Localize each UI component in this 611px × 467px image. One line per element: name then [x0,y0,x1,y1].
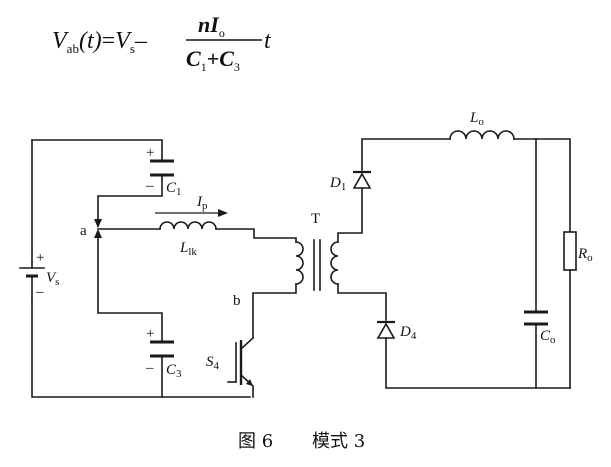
c1-label: C1 [166,180,182,198]
wire-llk-to-t [215,228,297,243]
c1-plus: + [146,145,154,161]
capacitor-c3: + – C3 [145,326,182,380]
c3-label: C3 [166,362,182,380]
current-ip-arrow: Ip [155,194,228,217]
d4-triangle [376,322,396,339]
wire-mid-down [97,231,163,342]
inductor-llk-coils [159,221,217,230]
ip-label: Ip [196,194,208,212]
node-a-arrow-down [94,219,102,228]
wire-top [31,139,163,161]
vs-label: Vs [46,270,59,288]
wire-d4-down [385,337,571,389]
transformer-secondary-coil [330,241,339,285]
caption-title: 模式 3 [312,431,365,452]
node-b-label: b [233,293,241,309]
ro-label: Ro [577,246,593,264]
eq-numerator: nIo [198,12,225,40]
ip-arrow-head [218,209,228,217]
eq-lhs: Vab(t)=Vs– [52,28,148,56]
resistor-ro: Ro [563,231,593,389]
wire-d1-up [361,138,451,171]
node-a-label: a [80,223,87,239]
equation: Vab(t)=Vs– nIo C1+C3 t [52,12,272,74]
ro-body [563,231,577,271]
transformer-primary-coil [295,241,304,285]
s4-collector [239,336,255,351]
c3-plus: + [146,326,154,342]
d1-triangle [352,172,372,189]
eq-tail: t [264,28,272,54]
wire-left-bottom [31,297,251,398]
d4-label: D4 [399,324,417,342]
node-a-arrow-up [94,229,102,238]
s4-emitter [239,373,254,398]
wire-t-to-d1 [337,187,363,243]
lo-label: Lo [469,110,484,128]
capacitor-co: Co [524,310,556,346]
s4-emitter-arrow [246,379,253,386]
c1-minus: – [145,178,154,194]
co-label: Co [540,328,556,346]
s4-label: S4 [206,354,220,372]
inductor-lo-coils [449,130,515,140]
diode-d1: D1 [329,170,372,193]
wire-t-to-b [252,283,297,339]
switch-s4: S4 [206,336,255,398]
d1-label: D1 [329,175,346,193]
node-a: a [80,219,102,239]
vs-plus: + [36,250,44,266]
battery-vs: + – Vs [19,250,59,300]
wire-lo-right [513,138,571,233]
wire-c1-down [97,175,163,227]
wire-t-to-d4 [337,283,387,321]
figure-caption: 图 6 模式 3 [238,431,365,452]
eq-denominator: C1+C3 [186,46,240,74]
capacitor-c1: + – C1 [145,145,182,198]
c3-minus: – [145,360,154,376]
caption-figure-number: 图 6 [238,431,273,452]
llk-label: Llk [179,240,197,258]
transformer-t: T [295,211,339,291]
diode-d4: D4 [376,320,417,342]
vs-minus: – [35,284,44,300]
transformer-label: T [311,211,320,227]
